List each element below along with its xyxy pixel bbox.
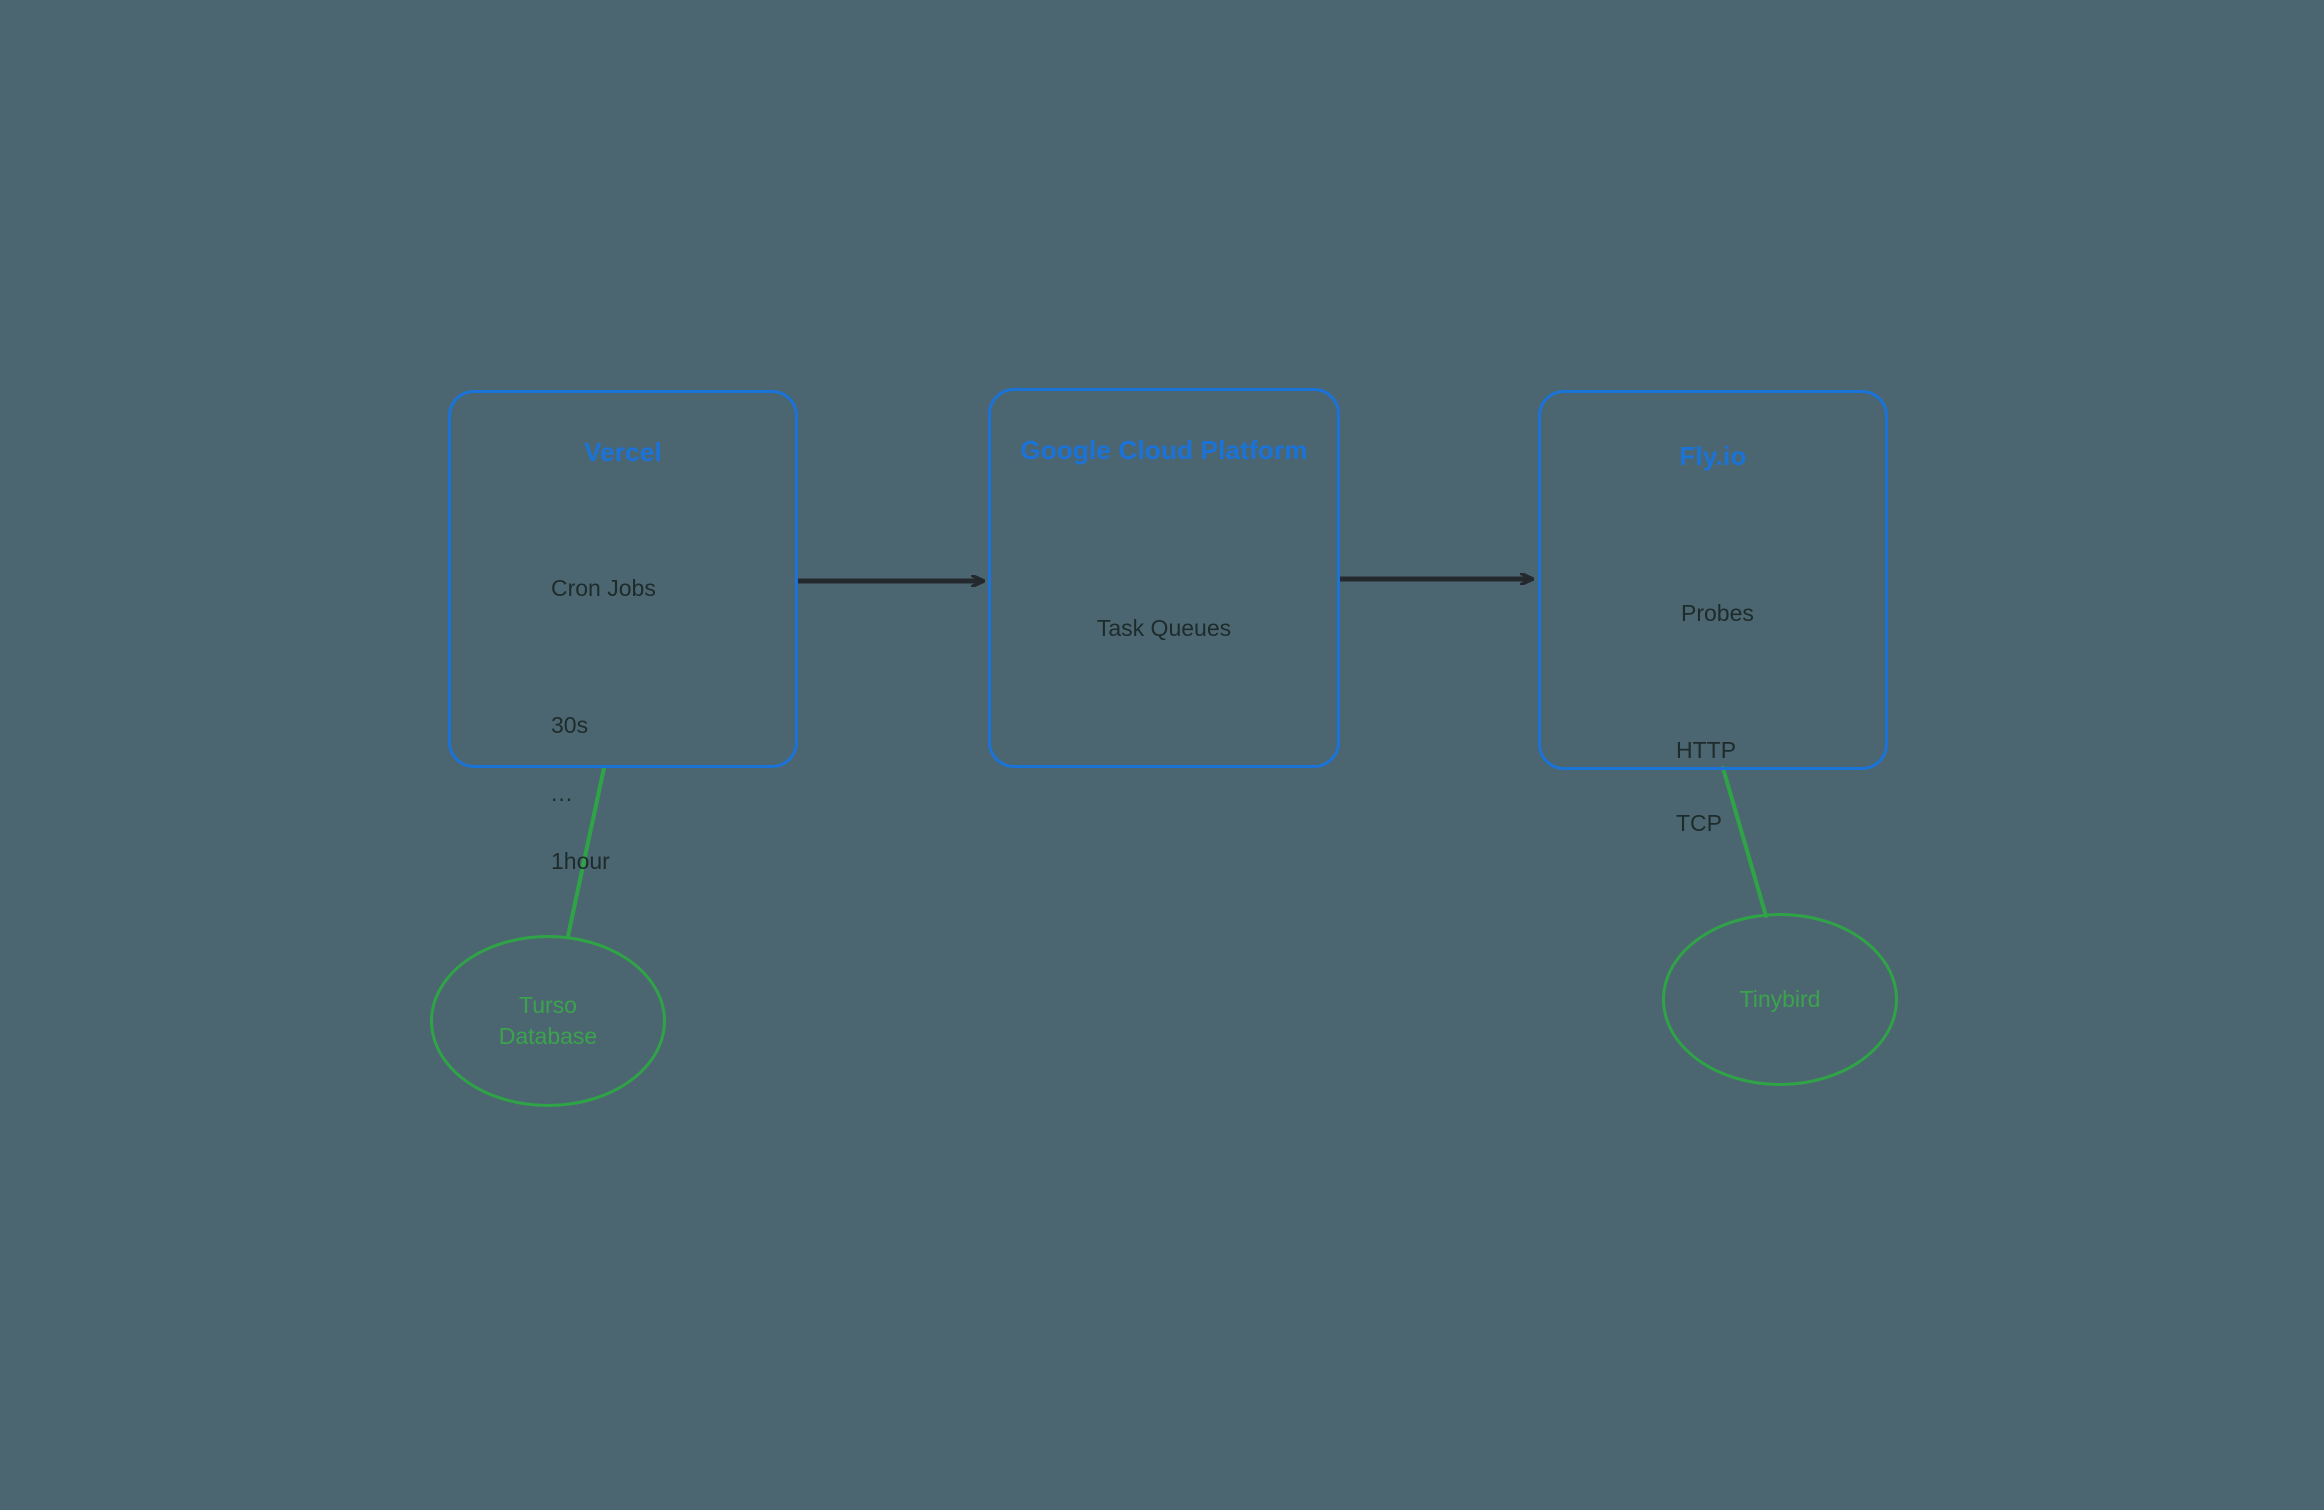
node-fly-body: Probes HTTP TCP: [1676, 556, 1754, 881]
node-google-cloud-platform[interactable]: Google Cloud Platform Task Queues: [988, 388, 1340, 768]
fly-protocol-tcp: TCP: [1676, 810, 1722, 836]
fly-protocol-http: HTTP: [1676, 737, 1737, 763]
gcp-body-task-queues: Task Queues: [1096, 615, 1232, 641]
fly-body-probes: Probes: [1681, 600, 1754, 626]
node-fly-title: Fly.io: [1679, 441, 1747, 471]
vercel-body-cron-jobs: Cron Jobs: [551, 575, 656, 601]
node-turso-label: Turso Database: [498, 991, 598, 1049]
vercel-interval-max: 1hour: [551, 847, 610, 874]
vercel-interval-ellipsis: ...: [551, 780, 574, 806]
fly-body-spacer: [1681, 671, 1754, 693]
node-vercel[interactable]: Vercel Cron Jobs 30s ... 1hour: [448, 390, 798, 872]
node-vercel-body: Cron Jobs 30s ... 1hour: [551, 531, 656, 919]
node-vercel-title: Vercel: [584, 437, 662, 467]
node-tinybird-label: Tinybird: [1739, 985, 1821, 1012]
node-gcp-body: Task Queues: [991, 571, 1337, 686]
vercel-body-spacer: [551, 646, 656, 668]
node-fly-io[interactable]: Fly.io Probes HTTP TCP: [1538, 390, 1888, 835]
node-gcp-title: Google Cloud Platform: [1020, 435, 1308, 465]
node-tinybird[interactable]: Tinybird: [1662, 913, 1898, 1086]
node-turso-database[interactable]: Turso Database: [430, 935, 666, 1107]
vercel-interval-min: 30s: [551, 712, 589, 738]
